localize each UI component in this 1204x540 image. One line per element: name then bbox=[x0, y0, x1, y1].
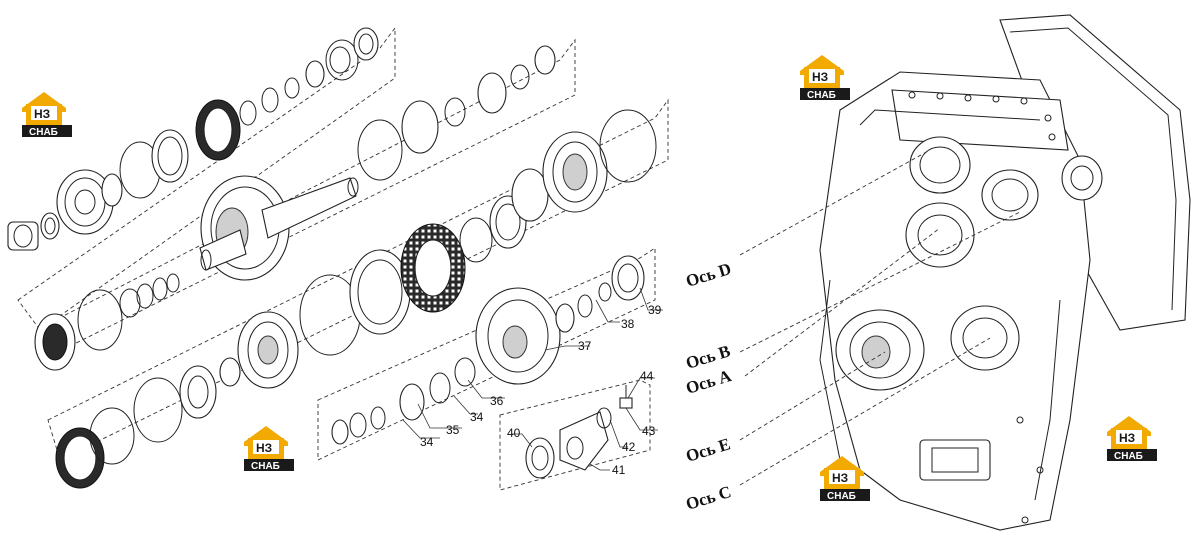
svg-text:СНАБ: СНАБ bbox=[827, 491, 856, 502]
svg-text:НЗ: НЗ bbox=[34, 107, 50, 121]
nz-snab-logo: НЗ СНАБ bbox=[244, 426, 294, 472]
svg-text:НЗ: НЗ bbox=[832, 471, 848, 485]
svg-text:СНАБ: СНАБ bbox=[807, 90, 836, 101]
housing-bolt-holes bbox=[908, 91, 1056, 524]
svg-text:СНАБ: СНАБ bbox=[29, 127, 58, 138]
svg-text:СНАБ: СНАБ bbox=[1114, 451, 1143, 462]
nz-snab-logo: НЗ СНАБ bbox=[22, 92, 72, 138]
svg-text:НЗ: НЗ bbox=[256, 441, 272, 455]
part-number-34: 34 bbox=[470, 410, 484, 424]
nz-snab-logo: НЗ СНАБ bbox=[1107, 416, 1157, 462]
main-shaft-assembly bbox=[199, 175, 359, 281]
assembly-frame-top bbox=[17, 26, 396, 331]
part-number-40: 40 bbox=[507, 426, 521, 440]
axis-labels: Ось D Ось B Ось A Ось E Ось C bbox=[684, 259, 735, 514]
part-number-39: 39 bbox=[648, 303, 662, 317]
axis-label-d: Ось D bbox=[684, 259, 734, 291]
part-number-38: 38 bbox=[621, 317, 635, 331]
part-number-37: 37 bbox=[578, 339, 592, 353]
part-number-35: 35 bbox=[446, 423, 460, 437]
part-number-41: 41 bbox=[612, 463, 626, 477]
part-number-44: 44 bbox=[640, 369, 654, 383]
top-row-parts bbox=[7, 27, 379, 251]
axis-label-e: Ось E bbox=[684, 434, 733, 465]
nz-snab-logo: НЗ СНАБ bbox=[820, 456, 870, 502]
part-number-34: 34 bbox=[420, 435, 434, 449]
assembly-frame-sub bbox=[317, 247, 656, 461]
axis-pointer-lines bbox=[739, 149, 1021, 486]
axis-label-c: Ось C bbox=[684, 482, 734, 514]
part-number-43: 43 bbox=[642, 424, 656, 438]
part-number-36: 36 bbox=[490, 394, 504, 408]
yoke-group bbox=[525, 385, 633, 479]
bottom-row-parts bbox=[55, 255, 645, 489]
nz-snab-logo: НЗ СНАБ bbox=[800, 55, 850, 101]
transmission-housing-view bbox=[819, 14, 1191, 531]
row-two-parts bbox=[34, 45, 657, 371]
part-number-42: 42 bbox=[622, 440, 636, 454]
svg-text:НЗ: НЗ bbox=[1119, 431, 1135, 445]
svg-text:СНАБ: СНАБ bbox=[251, 461, 280, 472]
exploded-parts-view: 34 35 34 36 37 38 39 40 41 42 43 44 bbox=[7, 26, 669, 491]
part-number-leaders bbox=[402, 287, 663, 471]
assembly-frame-yoke bbox=[499, 379, 651, 491]
svg-text:НЗ: НЗ bbox=[812, 70, 828, 84]
part-number-labels: 34 35 34 36 37 38 39 40 41 42 43 44 bbox=[420, 303, 662, 477]
